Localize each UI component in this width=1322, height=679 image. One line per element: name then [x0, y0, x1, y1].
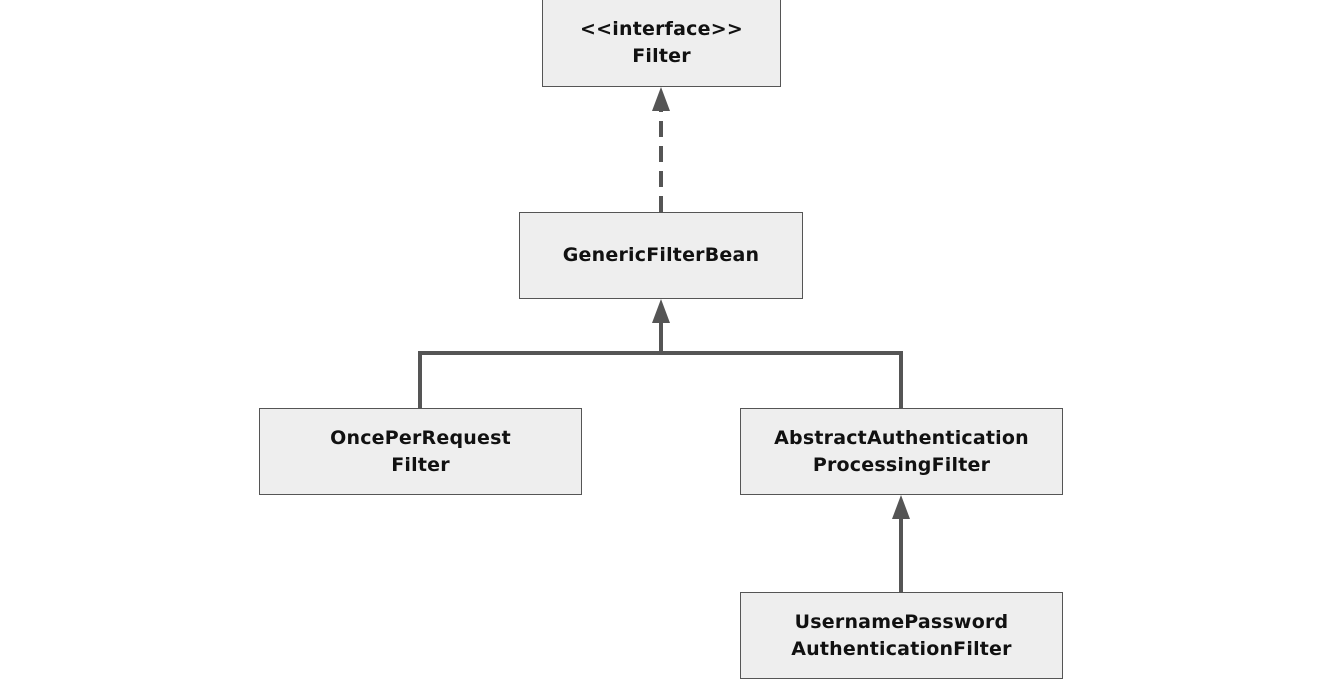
filter-stereotype: <<interface>> [580, 17, 743, 40]
username-password-line1: UsernamePassword [794, 610, 1009, 633]
once-per-request-line1: OncePerRequest [330, 426, 511, 449]
username-password-authentication-filter-box: UsernamePassword AuthenticationFilter [740, 592, 1063, 679]
arrowhead-generic [652, 299, 670, 323]
arrowhead-filter [652, 87, 670, 111]
filter-name: Filter [632, 44, 691, 67]
abstract-authentication-processing-filter-box: AbstractAuthentication ProcessingFilter [740, 408, 1063, 495]
arrowhead-abstract [892, 495, 910, 519]
username-password-line2: AuthenticationFilter [791, 637, 1012, 660]
filter-interface-box: <<interface>> Filter [542, 0, 781, 87]
generic-filter-bean-name: GenericFilterBean [562, 244, 760, 266]
abstract-auth-line1: AbstractAuthentication [774, 426, 1029, 449]
once-per-request-line2: Filter [391, 453, 450, 476]
generic-filter-bean-box: GenericFilterBean [519, 212, 803, 299]
once-per-request-filter-box: OncePerRequest Filter [259, 408, 582, 495]
abstract-auth-line2: ProcessingFilter [812, 453, 991, 476]
